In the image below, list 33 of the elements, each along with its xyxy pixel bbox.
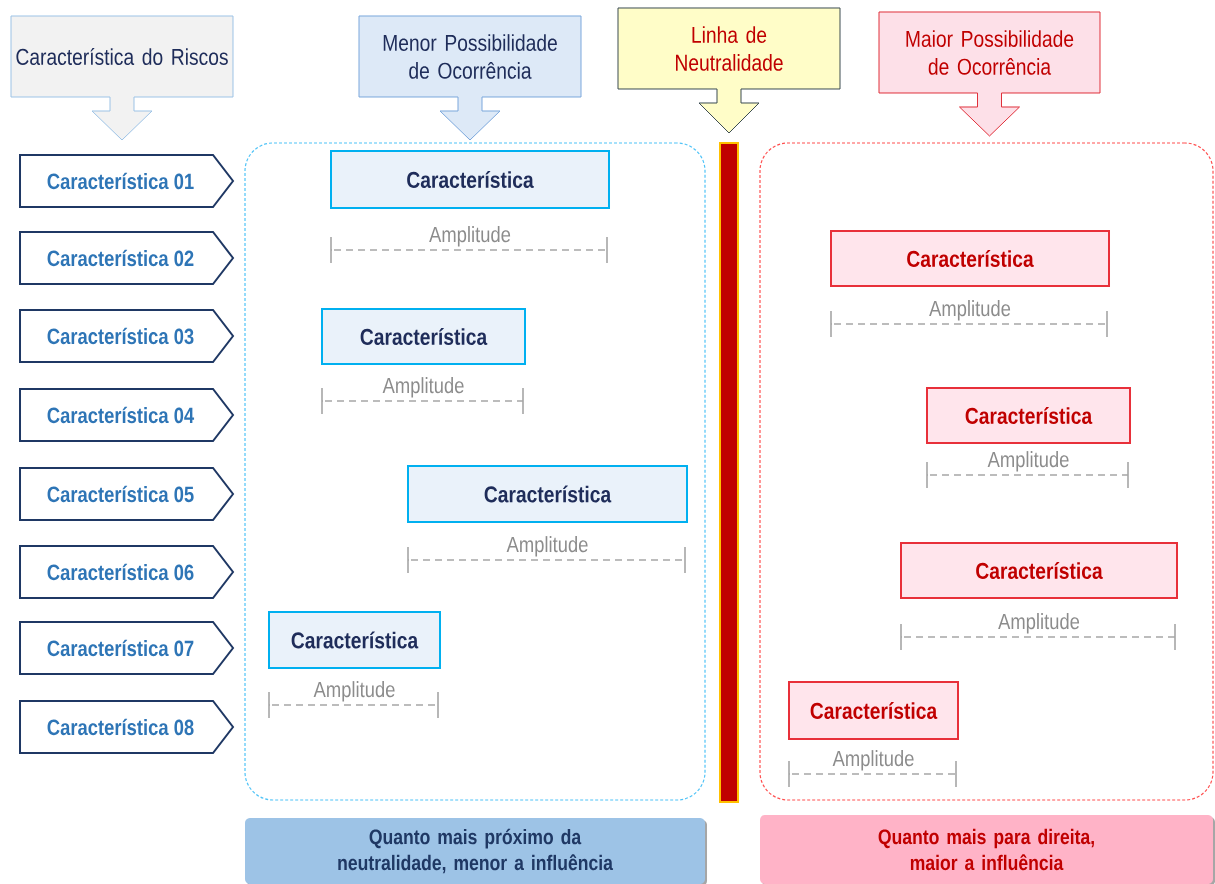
feature-box: Característica <box>330 150 610 209</box>
amplitude-label: Amplitude <box>429 226 511 247</box>
feature-box: Característica <box>407 465 688 523</box>
amplitude-label: Amplitude <box>998 613 1080 634</box>
row-header: Característica 02 <box>19 231 235 285</box>
arrow-callout: Menor Possibilidade de Ocorrência <box>358 15 582 141</box>
amplitude-label: Amplitude <box>929 300 1011 321</box>
row-header: Característica 06 <box>19 545 235 599</box>
feature-box: Característica <box>268 611 441 669</box>
row-header: Característica 05 <box>19 467 235 521</box>
amplitude-label: Amplitude <box>987 451 1069 472</box>
feature-box: Característica <box>900 542 1178 599</box>
row-header: Característica 08 <box>19 700 235 754</box>
feature-box: Característica <box>926 387 1131 444</box>
arrow-callout: Maior Possibilidade de Ocorrência <box>878 11 1101 137</box>
feature-box: Característica <box>788 681 959 740</box>
row-header: Característica 04 <box>19 388 235 442</box>
amplitude-label: Amplitude <box>382 377 464 398</box>
row-header: Característica 03 <box>19 309 235 363</box>
amplitude-label: Amplitude <box>832 750 914 771</box>
row-header: Característica 07 <box>19 621 235 675</box>
neutrality-bar <box>719 142 739 803</box>
arrow-callout: Linha de Neutralidade <box>617 7 841 134</box>
row-header: Característica 01 <box>19 154 235 208</box>
amplitude-label: Amplitude <box>313 681 395 702</box>
dashed-panel <box>244 142 706 801</box>
feature-box: Característica <box>830 230 1110 287</box>
dashed-panel <box>759 142 1214 801</box>
summary-band: Quanto mais para direita, maior a influência <box>760 815 1215 884</box>
arrow-callout: Característica do Riscos <box>10 15 234 141</box>
summary-band: Quanto mais próximo da neutralidade, menor a influência <box>245 818 707 884</box>
feature-box: Característica <box>321 308 526 365</box>
amplitude-label: Amplitude <box>506 536 588 557</box>
